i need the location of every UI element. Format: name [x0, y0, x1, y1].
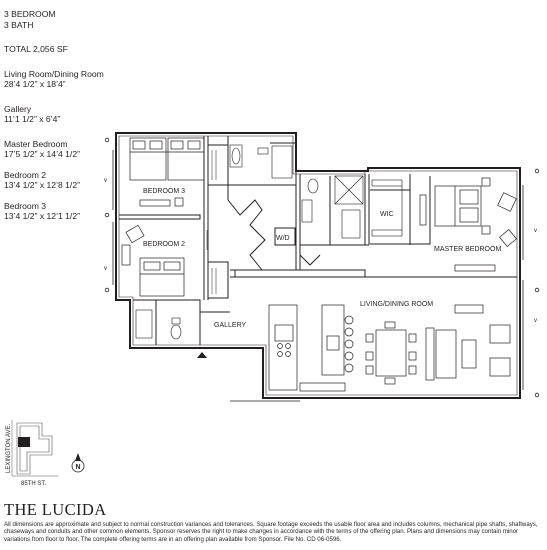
key-building [16, 422, 53, 475]
interior-wall [203, 136, 209, 300]
room-spec-gallery: Gallery 11’1 1/2” x 6’4” [4, 104, 122, 125]
room-spec-master: Master Bedroom 17’5 1/2” x 14’4 1/2” [4, 139, 122, 160]
key-avenue-label: LEXINGTON AVE. [6, 424, 12, 473]
interior-wall [295, 171, 301, 270]
label-bedroom3: BEDROOM 3 [143, 188, 185, 195]
key-unit-highlight [18, 437, 30, 447]
brand-name: THE LUCIDA [4, 500, 107, 519]
disclaimer: All dimensions are approximate and subje… [4, 521, 538, 543]
corridor-wall [227, 199, 266, 271]
room-dims: 17’5 1/2” x 14’4 1/2” [4, 149, 80, 159]
room-spec-bedroom3: Bedroom 3 13’4 1/2” x 12’1 1/2” [4, 201, 122, 222]
label-wd: W/D [276, 235, 290, 242]
column-markers [104, 137, 540, 398]
wic-shelves [371, 179, 403, 237]
window-ticks [112, 150, 524, 402]
exterior-wall-inner [118, 135, 518, 396]
floor-plan: v v v v [6, 132, 540, 487]
room-name: Master Bedroom [4, 138, 68, 149]
bath-count: 3 BATH [4, 19, 34, 30]
room-dims: 28’4 1/2” x 18’4” [4, 79, 66, 89]
bath-fixtures [135, 144, 364, 340]
interior-wall [119, 214, 201, 220]
corridor-wall [299, 254, 321, 266]
room-name: Living Room/Dining Room [4, 68, 104, 79]
closet-rods [206, 150, 217, 294]
bed-master [419, 177, 517, 272]
room-dims: 13’4 1/2” x 12’1 1/2” [4, 211, 80, 221]
laundry-closet [274, 227, 296, 246]
north-label: N [76, 464, 81, 471]
living-set [425, 304, 511, 381]
label-bedroom2: BEDROOM 2 [143, 241, 185, 248]
room-spec-living: Living Room/Dining Room 28’4 1/2” x 18’4… [4, 69, 122, 90]
kitchen [268, 304, 354, 392]
label-master: MASTER BEDROOM [434, 246, 501, 253]
unit-specs: 3 BEDROOM 3 BATH TOTAL 2,056 SF Living R… [4, 9, 122, 236]
entry-arrow [197, 352, 207, 358]
room-dims: 13’4 1/2” x 12’8 1/2” [4, 180, 80, 190]
room-dims: 11’1 1/2” x 6’4” [4, 114, 61, 124]
corridor-wall [230, 269, 517, 278]
room-spec-bedroom2: Bedroom 2 13’4 1/2” x 12’8 1/2” [4, 170, 122, 191]
svg-text:v: v [534, 318, 537, 324]
closet [208, 144, 229, 299]
room-name: Gallery [4, 103, 32, 114]
bed-bedroom3 [129, 137, 205, 207]
svg-text:v: v [104, 178, 107, 184]
key-plan: LEXINGTON AVE. 85TH ST. [6, 420, 58, 487]
key-street-label: 85TH ST. [21, 481, 46, 487]
bed-bedroom2 [121, 224, 185, 297]
svg-text:v: v [534, 228, 537, 234]
entry-wall [133, 299, 201, 345]
interior-wall [300, 174, 370, 246]
wic-wall [370, 176, 431, 245]
total-area: TOTAL 2,056 SF [4, 44, 68, 54]
vent-markers: v v v v [104, 178, 537, 324]
north-arrow: N [71, 453, 85, 473]
label-living: LIVING/DINING ROOM [360, 301, 433, 308]
label-wic: WIC [380, 211, 394, 218]
label-gallery: GALLERY [214, 322, 246, 329]
entry-wall [200, 311, 230, 313]
dining-set [365, 321, 417, 385]
svg-text:v: v [104, 266, 107, 272]
room-name: Bedroom 2 [4, 169, 47, 180]
interior-wall [227, 136, 296, 200]
interior-wall [329, 174, 411, 245]
exterior-wall [115, 132, 521, 399]
room-name: Bedroom 3 [4, 200, 47, 211]
key-building-inner [19, 425, 50, 472]
bedroom-count: 3 BEDROOM [4, 9, 56, 19]
